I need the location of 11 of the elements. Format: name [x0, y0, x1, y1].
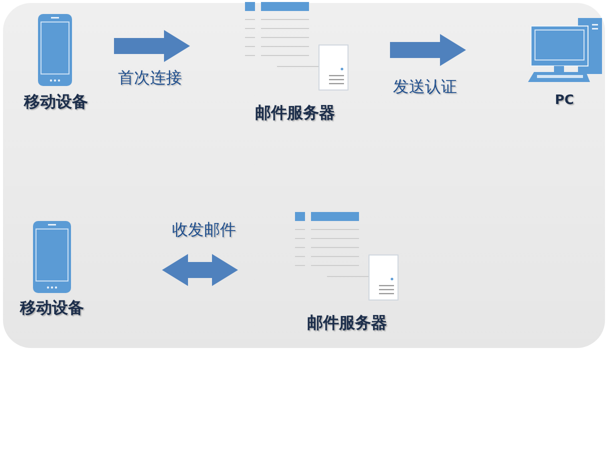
block-arrow: [390, 34, 466, 66]
device-label: 移动设备: [24, 92, 88, 113]
device-label: PC: [554, 93, 574, 108]
block-arrow: [114, 30, 190, 62]
edge-label: 首次连接: [118, 68, 182, 89]
device-label: 移动设备: [20, 298, 84, 319]
edge-label: 发送认证: [393, 77, 457, 98]
edge-label: 收发邮件: [172, 220, 236, 241]
device-label: 邮件服务器: [255, 103, 335, 124]
double-block-arrow: [162, 254, 238, 286]
device-label: 邮件服务器: [307, 313, 387, 334]
